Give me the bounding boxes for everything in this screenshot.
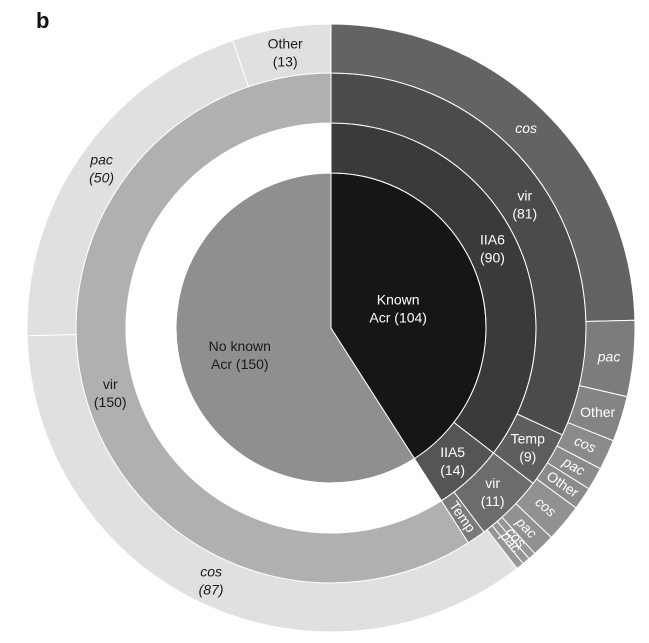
segment-cos: [26, 333, 518, 633]
segment-label: Temp(9): [511, 430, 545, 464]
segment-label: IIA5(14): [440, 444, 465, 478]
segment-unlabeled: [486, 524, 524, 570]
segment-label: Other: [580, 404, 615, 420]
segment-label: IIA6(90): [480, 232, 505, 266]
segment-label: pac(50): [89, 152, 114, 186]
segment-label: cos(87): [199, 564, 224, 598]
segment-label: vir(150): [94, 376, 127, 410]
panel-label: b: [36, 8, 49, 33]
segment-label: Other(13): [268, 36, 303, 70]
segment-label: cos: [515, 120, 537, 136]
segment-label: pac: [597, 349, 621, 365]
segment-label: vir(11): [481, 475, 505, 509]
segment-label: vir(81): [512, 187, 537, 221]
chart-segments: [26, 23, 636, 633]
